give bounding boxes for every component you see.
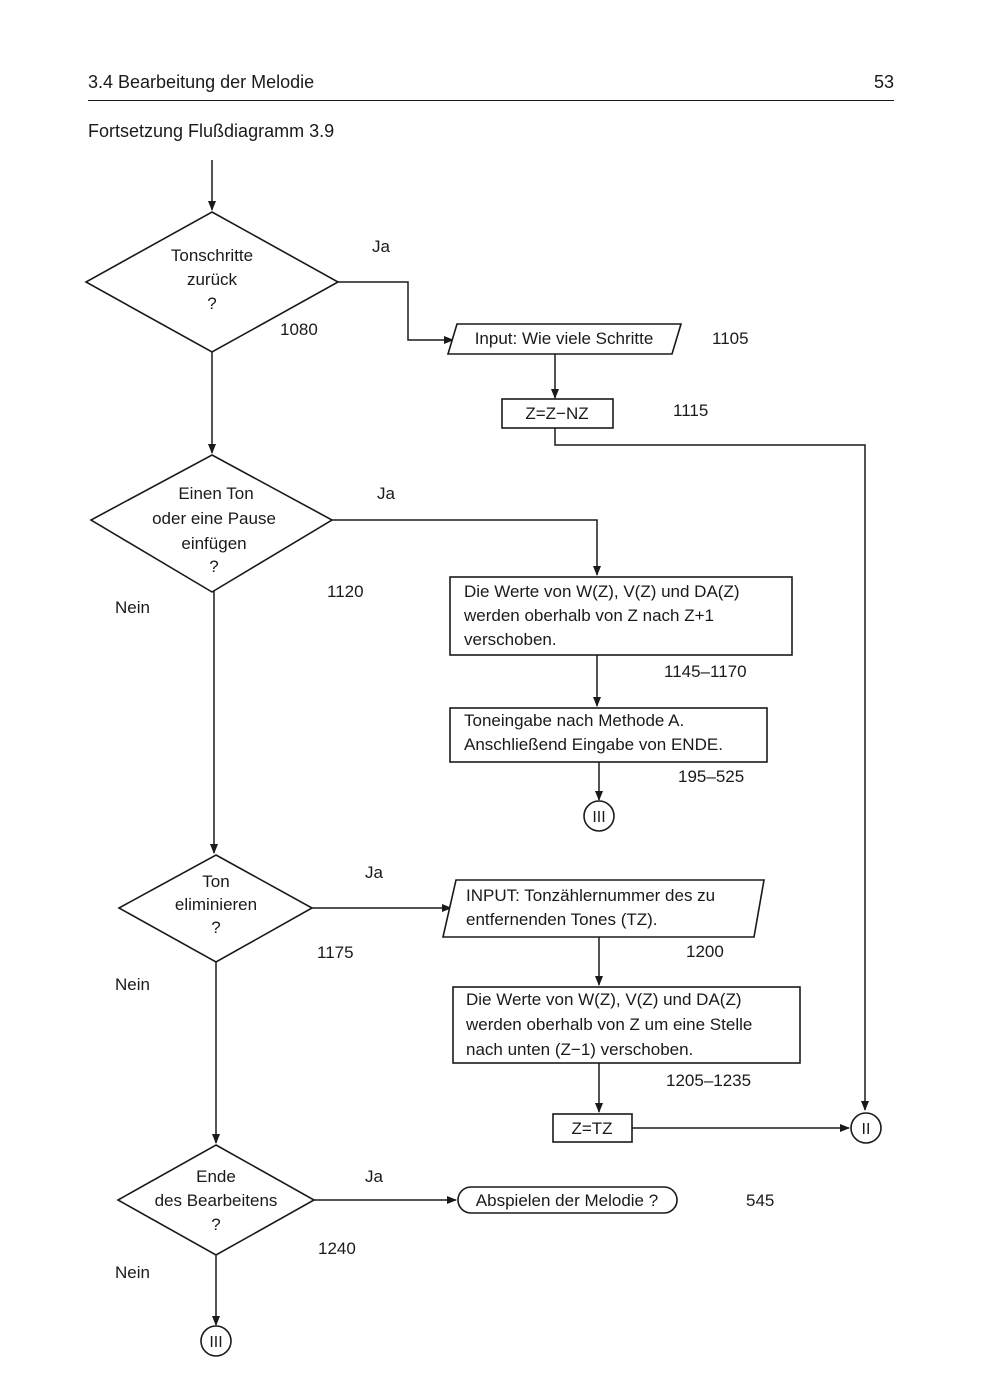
terminal-545-text: Abspielen der Melodie ? — [476, 1191, 658, 1210]
step-number-1105: 1105 — [712, 329, 749, 348]
process-1205-1235: Die Werte von W(Z), V(Z) und DA(Z) werde… — [452, 986, 801, 1064]
step-number-195-525: 195–525 — [678, 767, 744, 786]
yes-label-1175: Ja — [365, 863, 384, 882]
step-number-1200: 1200 — [686, 942, 724, 961]
connector-iii-upper: III — [583, 800, 615, 832]
decision-1120-line-4: ? — [209, 557, 218, 576]
process-1205-line-2: werden oberhalb von Z um eine Stelle — [465, 1015, 752, 1034]
process-1115-text: Z=Z−NZ — [525, 404, 588, 423]
input-1105-text: Input: Wie viele Schritte — [475, 329, 654, 348]
step-number-545: 545 — [746, 1191, 774, 1210]
connector-iii-upper-label: III — [592, 809, 605, 826]
process-195-line-2: Anschließend Eingabe von ENDE. — [464, 735, 723, 754]
no-label-1120: Nein — [115, 598, 150, 617]
page-number: 53 — [873, 72, 894, 92]
process-195-line-1: Toneingabe nach Methode A. — [464, 711, 684, 730]
connector-iii-lower-label: III — [209, 1334, 222, 1351]
connector-ii-label: II — [862, 1121, 871, 1138]
input-1200: INPUT: Tonzählernummer des zu entfernend… — [441, 879, 765, 938]
step-number-1205-1235: 1205–1235 — [666, 1071, 751, 1090]
step-number-1240: 1240 — [318, 1239, 356, 1258]
decision-1080-line-1: Tonschritte — [171, 246, 253, 265]
process-1145-line-2: werden oberhalb von Z nach Z+1 — [463, 606, 714, 625]
terminal-545: Abspielen der Melodie ? — [457, 1186, 678, 1214]
process-1205-line-3: nach unten (Z−1) verschoben. — [466, 1040, 693, 1059]
process-1145-line-1: Die Werte von W(Z), V(Z) und DA(Z) — [464, 582, 740, 601]
decision-1240-line-3: ? — [211, 1215, 220, 1234]
decision-1175-line-3: ? — [211, 918, 220, 937]
process-1145-1170: Die Werte von W(Z), V(Z) und DA(Z) werde… — [449, 576, 793, 656]
no-label-1240: Nein — [115, 1263, 150, 1282]
yes-label-1120: Ja — [377, 484, 396, 503]
decision-1175: Ton eliminieren ? — [117, 854, 314, 963]
d2-yes-arrow — [330, 519, 601, 576]
d1-yes-arrow — [338, 281, 454, 344]
process-z-tz-text: Z=TZ — [571, 1119, 612, 1138]
decision-1120-line-1: Einen Ton — [178, 484, 253, 503]
process-195-525: Toneingabe nach Methode A. Anschließend … — [449, 707, 768, 763]
decision-1080: Tonschritte zurück ? — [84, 211, 340, 353]
decision-1120: Einen Ton oder eine Pause einfügen ? — [89, 454, 334, 593]
arrow-1115-c2 — [554, 428, 869, 1111]
input-1105: Input: Wie viele Schritte — [446, 323, 683, 355]
decision-1240-line-1: Ende — [196, 1167, 236, 1186]
input-1200-line-1: INPUT: Tonzählernummer des zu — [466, 886, 715, 905]
decision-1120-line-3: einfügen — [181, 534, 246, 553]
step-number-1175: 1175 — [317, 943, 354, 962]
flow-lines — [208, 160, 869, 1326]
decision-1080-line-3: ? — [207, 294, 216, 313]
section-title: 3.4 Bearbeitung der Melodie — [88, 72, 315, 92]
yes-label-1080: Ja — [372, 237, 391, 256]
decision-1175-line-2: eliminieren — [175, 895, 257, 914]
decision-1080-line-2: zurück — [187, 270, 238, 289]
process-1145-line-3: verschoben. — [464, 630, 557, 649]
figure-caption: Fortsetzung Flußdiagramm 3.9 — [88, 121, 335, 141]
step-number-1120: 1120 — [327, 582, 364, 601]
yes-label-1240: Ja — [365, 1167, 384, 1186]
page-header: 3.4 Bearbeitung der Melodie 53 — [88, 70, 894, 101]
connector-iii-lower: III — [200, 1325, 232, 1357]
step-number-1145-1170: 1145–1170 — [664, 662, 747, 681]
decision-1120-line-2: oder eine Pause — [152, 509, 276, 528]
process-z-tz: Z=TZ — [552, 1113, 633, 1143]
no-label-1175: Nein — [115, 975, 150, 994]
process-1115: Z=Z−NZ — [501, 398, 614, 429]
decision-1240-line-2: des Bearbeitens — [155, 1191, 278, 1210]
input-1200-line-2: entfernenden Tones (TZ). — [466, 910, 658, 929]
step-number-1115: 1115 — [673, 401, 708, 420]
connector-ii: II — [850, 1112, 882, 1144]
decision-1175-line-1: Ton — [202, 872, 229, 891]
decision-1240: Ende des Bearbeitens ? — [116, 1144, 316, 1256]
step-number-1080: 1080 — [280, 320, 318, 339]
process-1205-line-1: Die Werte von W(Z), V(Z) und DA(Z) — [466, 990, 742, 1009]
